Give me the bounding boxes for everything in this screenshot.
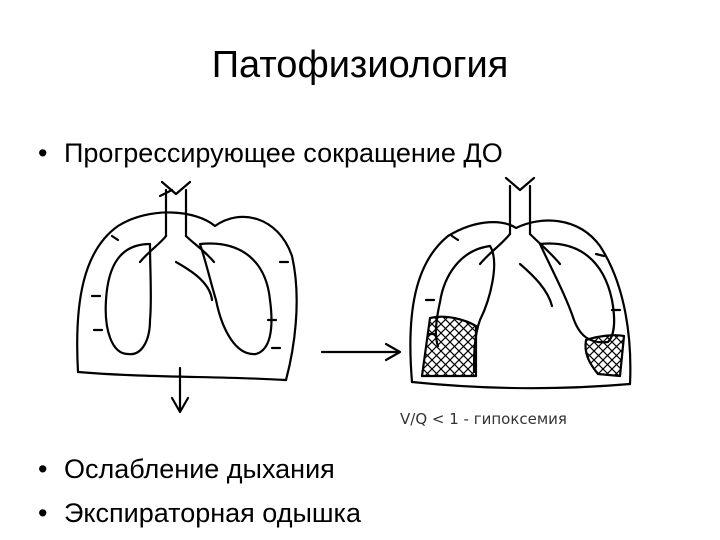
down-arrow (170, 366, 190, 414)
diaphragm-right (410, 380, 632, 390)
bullet-text-1: Прогрессирующее сокращение ДО (64, 138, 503, 168)
lung-left-right (538, 242, 616, 344)
bullet-item-2: • Ослабление дыхания (38, 454, 335, 485)
lung-right-left (104, 242, 152, 356)
bullet-item-1: • Прогрессирующее сокращение ДО (38, 138, 503, 169)
slide-title: Патофизиология (211, 44, 509, 86)
trachea-right (508, 184, 532, 236)
diagram-caption: V/Q < 1 - гипоксемия (400, 410, 567, 428)
bullet-marker: • (38, 454, 48, 484)
bullet-text-2: Ослабление дыхания (64, 454, 335, 484)
rib-cage-left (76, 211, 298, 382)
bullet-text-3: Экспираторная одышка (64, 498, 361, 528)
hatched-area-1 (420, 315, 478, 378)
diaphragm-left (76, 370, 288, 382)
bullet-marker: • (38, 138, 48, 168)
lung-left-left (198, 242, 273, 356)
heart-right (518, 262, 554, 308)
trachea-left (164, 188, 188, 238)
rib-cage-right (409, 219, 632, 386)
hatched-area-2 (584, 334, 626, 378)
chest-right (409, 176, 632, 390)
right-arrow (320, 342, 402, 362)
chest-left (76, 180, 298, 414)
heart-left (174, 260, 214, 302)
bullet-item-3: • Экспираторная одышка (38, 498, 361, 529)
bullet-marker: • (38, 498, 48, 528)
